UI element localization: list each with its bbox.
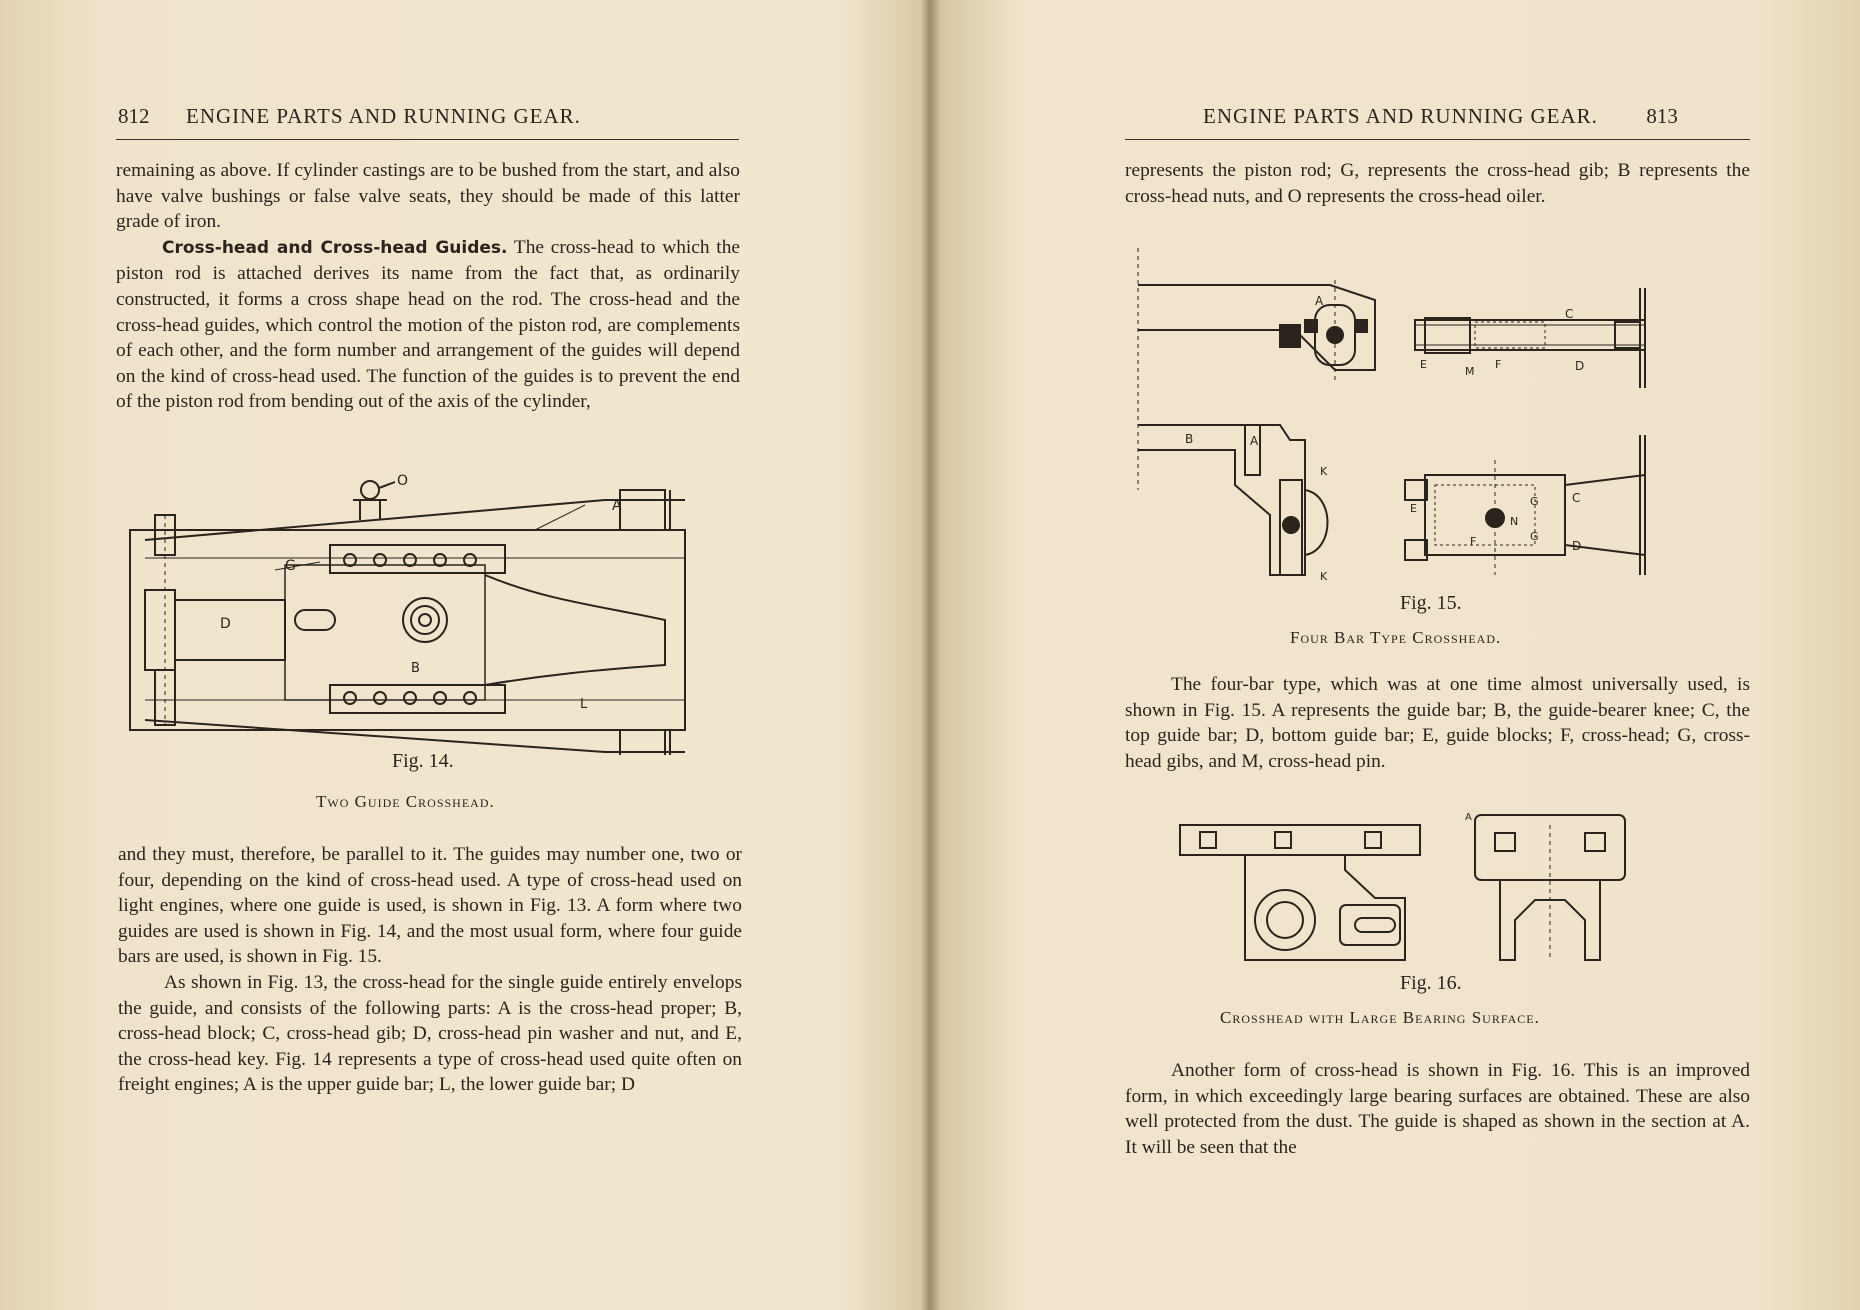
left-running-head: ENGINE PARTS AND RUNNING GEAR.: [186, 104, 581, 128]
fig15-letter-g2: G: [1530, 530, 1539, 543]
fig15-letter-n: N: [1510, 515, 1518, 528]
fig15-letter-c: C: [1565, 307, 1573, 321]
right-running-head: ENGINE PARTS AND RUNNING GEAR.: [1203, 104, 1598, 128]
fig14-letter-d: D: [220, 616, 231, 632]
fig15-letter-f2: F: [1470, 535, 1476, 548]
fig14-letter-o: O: [397, 473, 408, 489]
fig15-letter-d: D: [1575, 359, 1584, 373]
left-para-2-body: The cross-head to which the piston rod i…: [116, 236, 740, 413]
left-para-1: remaining as above. If cylinder castings…: [116, 160, 740, 233]
left-para-2: Cross-head and Cross-head Guides. The cr…: [116, 235, 740, 415]
fig15-letter-c2: C: [1572, 491, 1580, 505]
right-para-2: The four-bar type, which was at one time…: [1125, 674, 1750, 772]
fig15-letter-e: E: [1420, 358, 1427, 371]
fig14-letter-l: L: [580, 697, 588, 712]
fig15-letter-d2: D: [1572, 539, 1581, 553]
left-header-rule: [116, 139, 739, 140]
fig15-letter-k: K: [1320, 465, 1328, 478]
right-page: ENGINE PARTS AND RUNNING GEAR. 813 repre…: [935, 0, 1860, 1310]
right-text-bottom: Another form of cross-head is shown in F…: [1125, 1058, 1750, 1160]
fig15-letter-b: B: [1185, 432, 1193, 446]
left-para-3: and they must, therefore, be parallel to…: [118, 844, 742, 968]
right-para-1: represents the piston rod; G, represents…: [1125, 160, 1750, 207]
right-header-rule: [1125, 139, 1750, 140]
fig16-drawing: A: [1179, 812, 1626, 961]
fig14-label: Fig. 14.: [392, 750, 454, 772]
right-page-header: ENGINE PARTS AND RUNNING GEAR. 813: [1203, 104, 1678, 129]
fig14-letter-a: A: [612, 498, 622, 514]
fig15-label: Fig. 15.: [1400, 592, 1462, 614]
fig14-drawing: [129, 480, 686, 755]
left-page-header: 812 ENGINE PARTS AND RUNNING GEAR.: [118, 104, 581, 129]
right-page-number: 813: [1646, 104, 1678, 128]
left-para-4: As shown in Fig. 13, the cross-head for …: [118, 971, 742, 1096]
right-text-top: represents the piston rod; G, represents…: [1125, 158, 1750, 209]
fig16-caption: Crosshead with Large Bearing Surface.: [1220, 1008, 1540, 1027]
fig14-letter-b: B: [411, 661, 420, 676]
fig15-letter-m: M: [1465, 365, 1475, 378]
fig14-caption: Two Guide Crosshead.: [316, 792, 495, 811]
fig15-letter-k2: K: [1320, 570, 1328, 583]
section-heading: Cross-head and Cross-head Guides.: [162, 237, 508, 258]
left-text-top: remaining as above. If cylinder castings…: [116, 158, 740, 415]
left-page: 812 ENGINE PARTS AND RUNNING GEAR. remai…: [0, 0, 925, 1310]
fig15-letter-g: G: [1530, 495, 1539, 508]
fig15-letter-a: A: [1315, 294, 1324, 308]
fig15-drawing: A B A K K C D E F M C D E F G G N: [1137, 248, 1646, 583]
fig14-labels: O A G D B L: [220, 473, 622, 712]
right-text-mid: The four-bar type, which was at one time…: [1125, 672, 1750, 774]
fig16-letter-a: A: [1465, 812, 1472, 823]
right-para-3: Another form of cross-head is shown in F…: [1125, 1060, 1750, 1158]
left-text-bottom: and they must, therefore, be parallel to…: [118, 842, 742, 1098]
fig15-caption: Four Bar Type Crosshead.: [1290, 628, 1502, 647]
fig14-letter-g: G: [285, 558, 296, 574]
fig15-letter-e2: E: [1410, 502, 1417, 515]
left-page-number: 812: [118, 104, 150, 128]
fig15-letter-a2: A: [1250, 434, 1259, 448]
fig15-letter-f: F: [1495, 358, 1501, 371]
fig16-label: Fig. 16.: [1400, 972, 1462, 994]
